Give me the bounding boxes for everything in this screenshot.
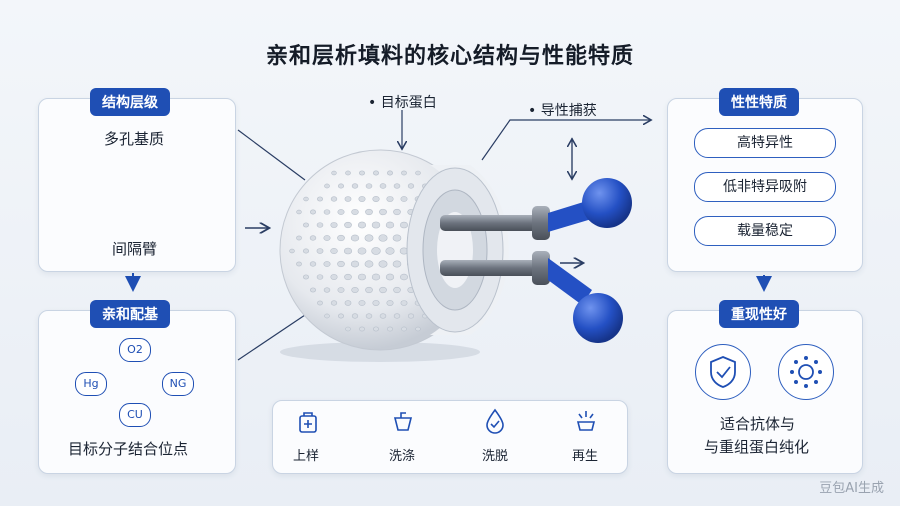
property-high-specificity: 高特异性 <box>694 128 836 158</box>
structure-card <box>38 98 236 272</box>
molecule-icon <box>778 344 834 400</box>
elute-icon <box>483 408 507 434</box>
callout-line-capture <box>481 120 650 161</box>
connector-line <box>237 314 306 361</box>
step-regenerate-label: 再生 <box>572 449 599 464</box>
bullet-icon: • <box>528 103 537 119</box>
bullet-icon: • <box>368 95 377 111</box>
process-card <box>272 400 628 474</box>
reproducibility-header: 重现性好 <box>719 300 799 328</box>
connector-line <box>237 129 306 181</box>
ligand-node-hg: Hg <box>75 372 107 396</box>
ligand-node-ng: NG <box>162 372 194 396</box>
step-elute-label: 洗脱 <box>482 449 509 464</box>
step-load-label: 上样 <box>293 449 320 464</box>
regenerate-icon <box>573 408 599 434</box>
application-line-2: 与重组蛋白纯化 <box>704 438 810 456</box>
target-protein-callout: • 目标蛋白 <box>368 95 437 111</box>
ligand-node-o2: O2 <box>119 338 151 362</box>
reproducibility-card <box>667 310 863 474</box>
property-low-nonspecific: 低非特异吸附 <box>694 172 836 202</box>
ligand-card <box>38 310 236 474</box>
porous-matrix-label: 多孔基质 <box>104 130 165 148</box>
porous-bead-illustration <box>279 149 632 362</box>
step-wash-label: 洗涤 <box>389 449 416 464</box>
binding-site-label: 目标分子结合位点 <box>68 440 189 458</box>
wash-icon <box>391 410 415 434</box>
structure-header: 结构层级 <box>90 88 170 116</box>
ligand-node-cu: CU <box>119 403 151 427</box>
properties-header: 性性特质 <box>719 88 799 116</box>
property-stable-capacity: 载量稳定 <box>694 216 836 246</box>
shield-check-icon <box>695 344 751 400</box>
page-title: 亲和层析填料的核心结构与性能特质 <box>265 44 634 69</box>
capture-callout: • 导性捕获 <box>528 103 597 119</box>
ligand-header: 亲和配基 <box>90 300 170 328</box>
load-icon <box>296 410 320 434</box>
watermark: 豆包AI生成 <box>819 481 884 496</box>
application-line-1: 适合抗体与 <box>720 415 796 433</box>
spacer-arm-label: 间隔臂 <box>112 240 158 258</box>
